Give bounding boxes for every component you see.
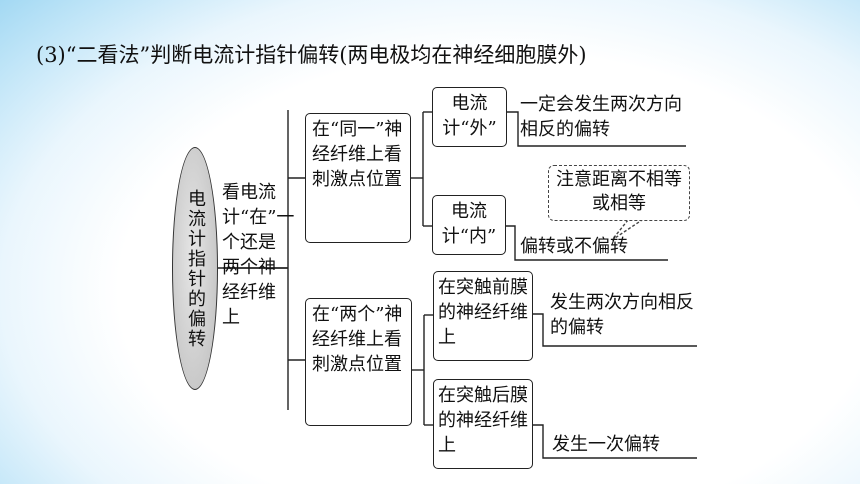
inside-result-text: 偏转或不偏转 [520, 236, 628, 257]
question-text: 看电流计“在”一个还是两个神经纤维上 [222, 182, 295, 328]
galvanometer-outside-box: 电流计“外” [432, 87, 507, 147]
connector-pre-result [533, 313, 697, 347]
root-label: 电流计指针的偏转 [185, 188, 206, 349]
two-fiber-box: 在“两个”神经纤维上看刺激点位置 [305, 298, 412, 426]
same-fiber-box: 在“同一”神经纤维上看刺激点位置 [305, 113, 411, 243]
postsynaptic-box: 在突触后膜的神经纤维上 [433, 379, 533, 469]
note-callout: 注意距离不相等或相等 [548, 165, 690, 221]
presynaptic-box: 在突触前膜的神经纤维上 [433, 271, 533, 361]
connector-outside-result [507, 111, 686, 147]
presynaptic-result-text: 发生两次方向相反的偏转 [550, 292, 694, 338]
root-oval: 电流计指针的偏转 [172, 147, 218, 390]
slide-title: (3)“二看法”判断电流计指针偏转(两电极均在神经细胞膜外) [36, 43, 587, 67]
callout-pointer [611, 219, 643, 241]
connector-inside-result [506, 225, 668, 261]
postsynaptic-result-text: 发生一次偏转 [552, 434, 660, 455]
galvanometer-inside-box: 电流计“内” [432, 195, 506, 255]
connector-post-result [533, 424, 697, 459]
outside-result-text: 一定会发生两次方向相反的偏转 [520, 94, 682, 140]
